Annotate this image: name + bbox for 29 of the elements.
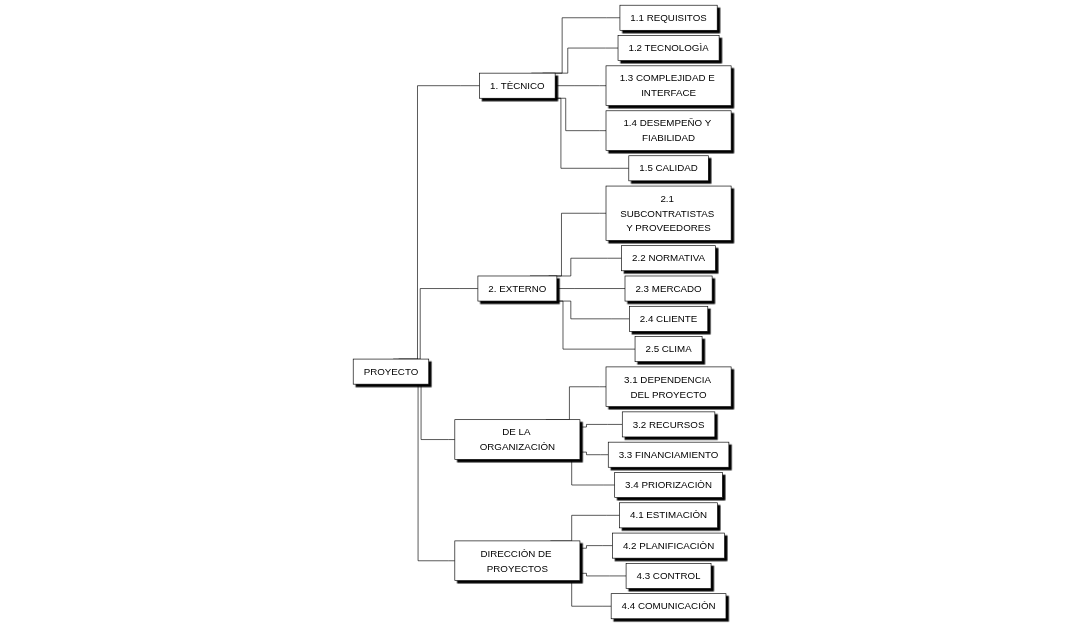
- node-box: 3.2 RECURSOS: [621, 411, 715, 438]
- node-box: 2.2 NORMATIVA: [621, 245, 716, 272]
- node-box: 1.1 REQUISITOS: [619, 4, 718, 31]
- connector: [579, 424, 623, 428]
- node-box: 3.4 PRIORIZACIÒN: [614, 472, 723, 498]
- node-box: 1. TÈCNICO: [479, 72, 556, 99]
- node-box: 2.1 SUBCONTRATISTAS Y PROVEEDORES: [605, 185, 732, 241]
- node-box: 2. EXTERNO: [477, 275, 557, 302]
- node-box: 4.1 ESTIMACIÒN: [619, 502, 718, 529]
- connector: [556, 288, 626, 289]
- node-box: 3.3 FINANCIAMIENTO: [607, 441, 730, 468]
- node-box: 4.3 CONTROL: [625, 563, 712, 589]
- connector: [579, 545, 613, 549]
- node-box: 2.4 CLIENTE: [628, 305, 708, 332]
- node-box: 1.5 CALIDAD: [628, 155, 709, 182]
- node-box: 1.3 COMPLEJIDAD E INTERFACE: [605, 65, 732, 106]
- node-box: 2.5 CLIMA: [634, 336, 703, 362]
- node-box: 4.2 PLANIFICACIÒN: [612, 532, 725, 559]
- node-box: DIRECCIÒN DE PROYECTOS: [454, 540, 581, 581]
- node-box: 1.4 DESEMPEÑO Y FIABILIDAD: [605, 110, 732, 151]
- node-box: 4.4 COMUNICACIÒN: [610, 593, 727, 620]
- node-box: 3.1 DEPENDENCIA DEL PROYECTO: [605, 366, 732, 407]
- node-box: PROYECTO: [352, 358, 429, 385]
- node-box: 2.3 MERCADO: [624, 275, 713, 302]
- connector: [554, 85, 607, 87]
- connector: [579, 451, 609, 456]
- node-box: DE LA ORGANIZACIÒN: [454, 419, 581, 460]
- connector: [579, 573, 627, 577]
- node-box: 1.2 TECNOLOGÌA: [617, 35, 720, 61]
